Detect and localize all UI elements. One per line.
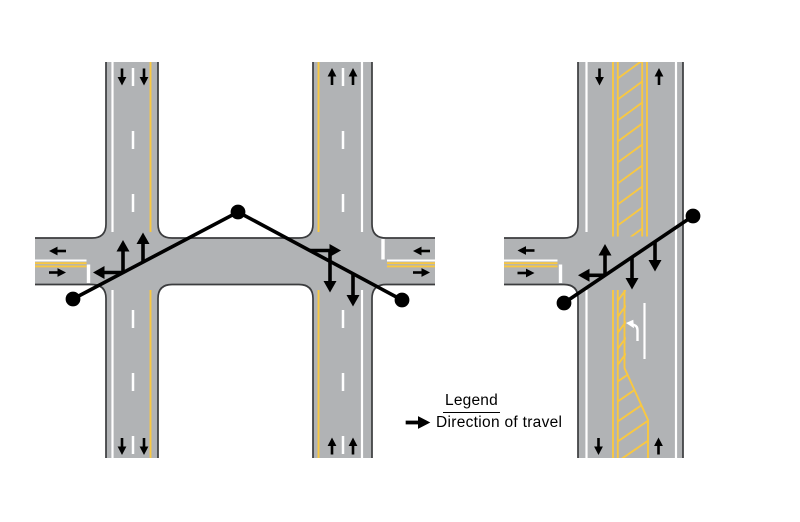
left-road-network [35, 62, 435, 458]
median-hatching [617, 62, 644, 237]
right-callout [556, 208, 701, 311]
right-road-network [504, 62, 683, 458]
left-figure [35, 62, 435, 458]
callout-dot [394, 292, 410, 308]
left-turn-arrow-icon [626, 319, 639, 341]
legend-item-label: Direction of travel [436, 414, 563, 431]
left-road-markings [35, 62, 435, 458]
legend-right-arrow-icon [403, 414, 433, 431]
median-hatching [617, 290, 626, 369]
left-callout [65, 204, 410, 308]
intersection-travel-arrows [93, 232, 360, 307]
callout-dot [556, 295, 572, 311]
callout-dot [230, 204, 246, 220]
callout-dot [65, 291, 81, 307]
callout-line [562, 214, 695, 305]
legend-heading: Legend [443, 392, 500, 413]
intersection-travel-arrows [578, 241, 662, 290]
right-road-edges [504, 62, 684, 458]
callout-dot [685, 208, 701, 224]
left-road-edges [35, 62, 435, 458]
right-figure [504, 62, 701, 458]
right-road-markings [504, 62, 678, 458]
